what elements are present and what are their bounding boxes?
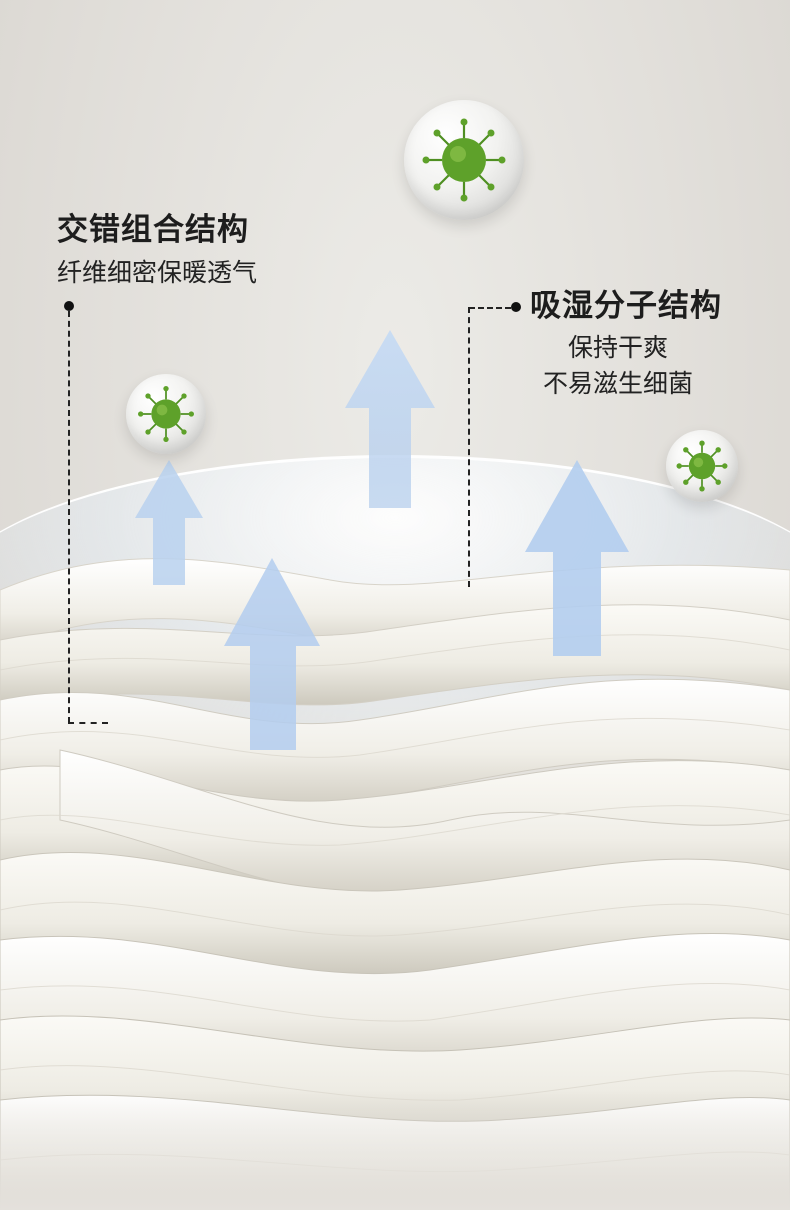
right-callout-dot: [511, 302, 521, 312]
virus-bubble-icon: [404, 100, 524, 220]
right-callout-line-v: [468, 307, 470, 587]
up-arrow-icon: [224, 558, 320, 750]
right-feature-line-2: 不易滋生细菌: [543, 369, 694, 398]
right-feature-label: 吸湿分子结构: [530, 288, 722, 325]
right-feature-line-1: 保持干爽: [568, 333, 669, 362]
up-arrow-icon: [345, 330, 435, 508]
left-feature-title: 交错组合结构: [57, 212, 249, 248]
left-feature-label: 交错组合结构 纤维细密保暖透气: [57, 212, 257, 291]
right-feature-title: 吸湿分子结构: [530, 288, 722, 324]
left-callout-tail: [68, 722, 108, 724]
left-callout-line: [68, 311, 70, 723]
woven-fiber-illustration: [0, 520, 790, 1210]
left-callout-dot: [64, 301, 74, 311]
virus-bubble-icon: [666, 430, 738, 502]
up-arrow-icon: [525, 460, 629, 656]
virus-bubble-icon: [126, 374, 206, 454]
left-feature-subtitle: 纤维细密保暖透气: [57, 258, 258, 288]
up-arrow-icon: [135, 460, 203, 585]
right-callout-line-h: [469, 307, 511, 309]
